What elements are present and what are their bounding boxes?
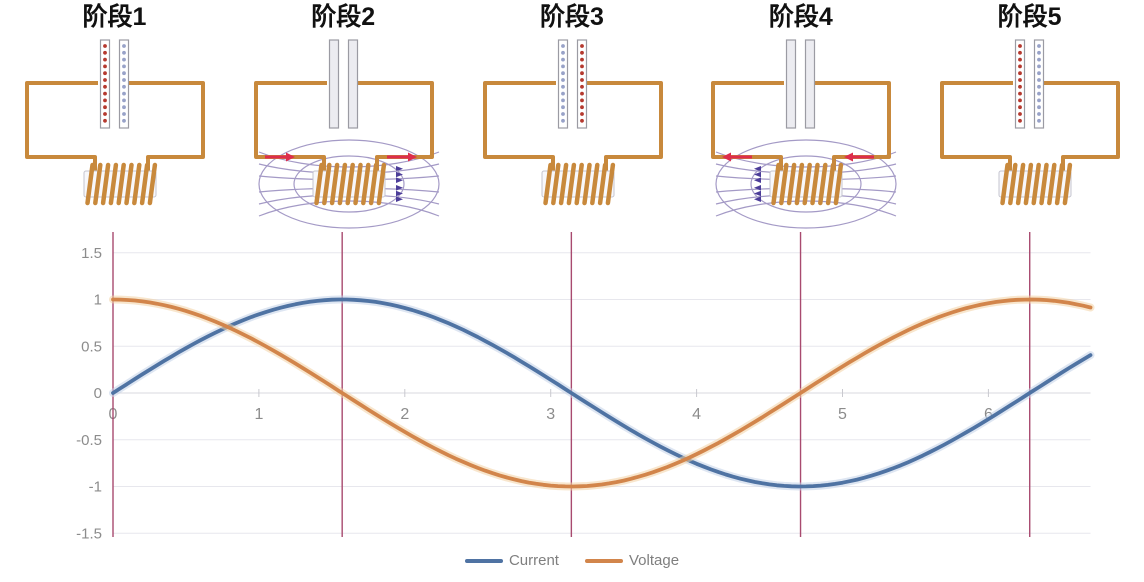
capacitor <box>1014 39 1045 129</box>
stage-panel-1: 阶段1 <box>0 0 229 230</box>
waveform-chart: 1.510.50-0.5-1-1.50123456 <box>76 232 1095 543</box>
y-tick-label: 0.5 <box>81 338 102 355</box>
voltage-curve <box>109 295 1095 491</box>
legend-item-current: Current <box>464 552 559 569</box>
x-axis-labels: 0123456 <box>109 406 993 423</box>
circuit-diagram-stage-1 <box>24 39 205 206</box>
stage-title: 阶段4 <box>768 3 833 31</box>
stage-title: 阶段1 <box>82 3 147 31</box>
x-tick-label: 2 <box>400 406 409 423</box>
legend-item-voltage: Voltage <box>584 552 680 569</box>
stage-panel-2: 阶段2 <box>229 0 458 230</box>
x-tick-label: 5 <box>838 406 847 423</box>
inductor-coil <box>998 162 1073 206</box>
circuit-wire <box>711 81 892 173</box>
chart-legend: Current Voltage <box>0 552 1144 569</box>
capacitor-plate-left <box>557 39 568 129</box>
capacitor-plate-left <box>99 39 111 129</box>
y-tick-label: -1 <box>89 479 102 496</box>
capacitor-plate-right <box>1033 39 1045 129</box>
circuit-diagram-stage-5 <box>940 39 1121 206</box>
y-axis-labels: 1.5 1 0.5 0 -0.5 -1 -1.5 <box>76 245 102 543</box>
capacitor <box>786 39 816 129</box>
current-arrow-right <box>844 152 875 162</box>
capacitor <box>557 39 587 129</box>
legend-label-voltage: Voltage <box>628 552 680 569</box>
stage-panel-5: 阶段5 <box>915 0 1144 230</box>
capacitor <box>328 39 358 129</box>
chart-grid <box>113 252 1091 534</box>
voltage-line-swatch <box>584 558 623 563</box>
current-arrow-right <box>386 152 417 162</box>
y-tick-label: 1 <box>94 292 102 309</box>
circuit-wire <box>253 81 434 173</box>
y-tick-label: -0.5 <box>76 432 102 449</box>
inductor-coil <box>541 162 615 206</box>
circuit-diagram-stage-4 <box>711 39 897 229</box>
current-arrow-left <box>722 152 753 162</box>
circuit-wire <box>24 81 205 173</box>
current-arrow-left <box>264 152 295 162</box>
capacitor-plate-left <box>1014 39 1026 129</box>
x-tick-label: 1 <box>254 406 263 423</box>
capacitor-plate-right <box>118 39 130 129</box>
inductor-coil <box>312 162 386 206</box>
capacitor-plate-left <box>328 39 339 129</box>
stage-title: 阶段5 <box>997 3 1062 31</box>
circuit-wire <box>940 81 1121 173</box>
y-tick-label: 1.5 <box>81 245 102 262</box>
inductor-coil <box>769 162 844 206</box>
y-tick-label: -1.5 <box>76 525 102 542</box>
capacitor-plate-right <box>576 39 587 129</box>
capacitor-plate-right <box>347 39 358 129</box>
stages-row: 阶段1 阶段2 阶段3 阶段4 阶段5 <box>0 0 1144 230</box>
magnetic-field-lines <box>715 139 897 229</box>
inductor-coil <box>83 162 158 206</box>
circuit-wire <box>482 81 663 173</box>
stage-marker-lines <box>112 232 1031 537</box>
stage-panel-4: 阶段4 <box>686 0 915 230</box>
x-tick-label: 3 <box>546 406 555 423</box>
circuit-diagram-stage-3 <box>482 39 663 206</box>
circuit-diagram-stage-2 <box>253 39 440 229</box>
legend-label-current: Current <box>508 552 559 569</box>
capacitor <box>99 39 130 129</box>
stage-title: 阶段3 <box>540 3 604 31</box>
current-line-swatch <box>464 558 503 563</box>
capacitor-plate-right <box>805 39 816 129</box>
stage-panel-3: 阶段3 <box>458 0 687 230</box>
y-tick-label: 0 <box>94 385 102 402</box>
x-tick-label: 4 <box>692 406 701 423</box>
capacitor-plate-left <box>786 39 797 129</box>
stage-title: 阶段2 <box>311 3 376 31</box>
waveform-chart-area: 1.510.50-0.5-1-1.50123456 Current Voltag… <box>0 230 1144 582</box>
current-curve <box>109 295 1095 491</box>
